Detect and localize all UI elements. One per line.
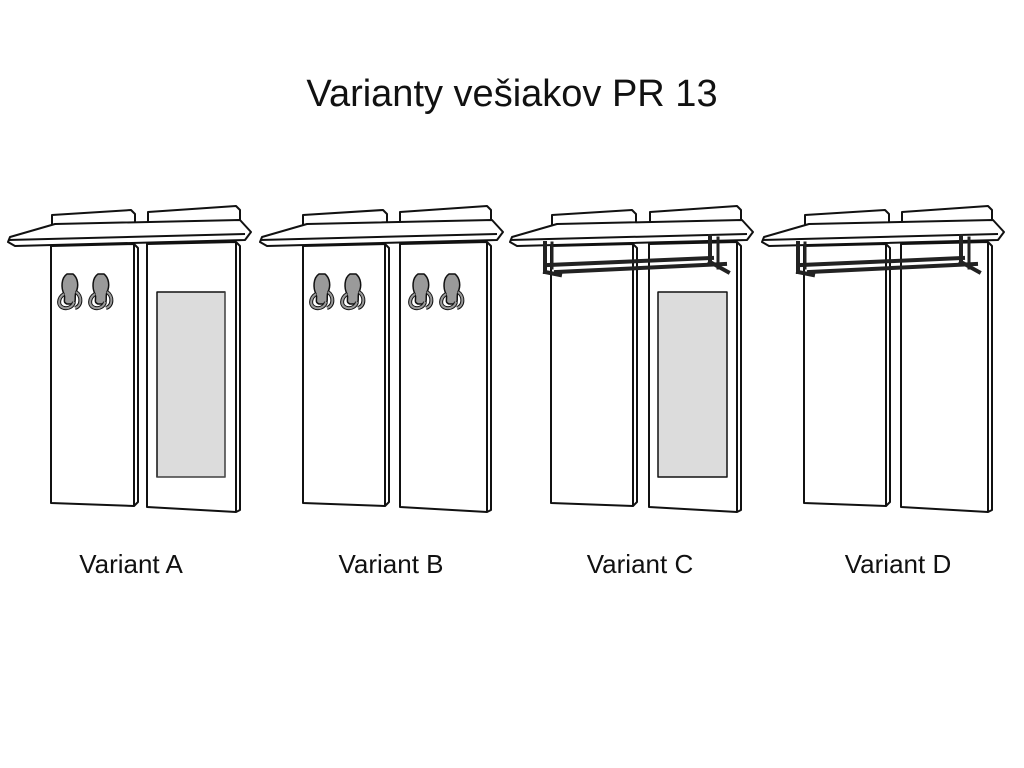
variant-c-rail: [542, 234, 731, 278]
variant-c-left-panel: [550, 243, 638, 507]
variant-a-mirror: [156, 291, 226, 478]
variant-d-label: Variant D: [844, 549, 952, 579]
variant-d-shelf: [761, 219, 1005, 247]
variant-c-label: Variant C: [586, 549, 694, 579]
variant-a-drawing: [7, 205, 252, 513]
variant-c-mirror: [657, 291, 728, 478]
variant-d-drawing: [761, 205, 1005, 513]
variant-b-drawing: [259, 205, 504, 513]
variant-d-left-panel: [803, 243, 891, 507]
variant-b-shelf: [259, 219, 504, 247]
page-title: Varianty vešiakov PR 13: [306, 73, 718, 115]
variant-d-right-panel: [900, 241, 993, 513]
variant-a-label: Variant A: [79, 549, 183, 579]
variant-c-drawing: [509, 205, 754, 513]
variant-b-label: Variant B: [338, 549, 444, 579]
variant-d-rail: [795, 234, 982, 278]
variant-a-shelf: [7, 219, 252, 247]
variant-c-shelf: [509, 219, 754, 247]
